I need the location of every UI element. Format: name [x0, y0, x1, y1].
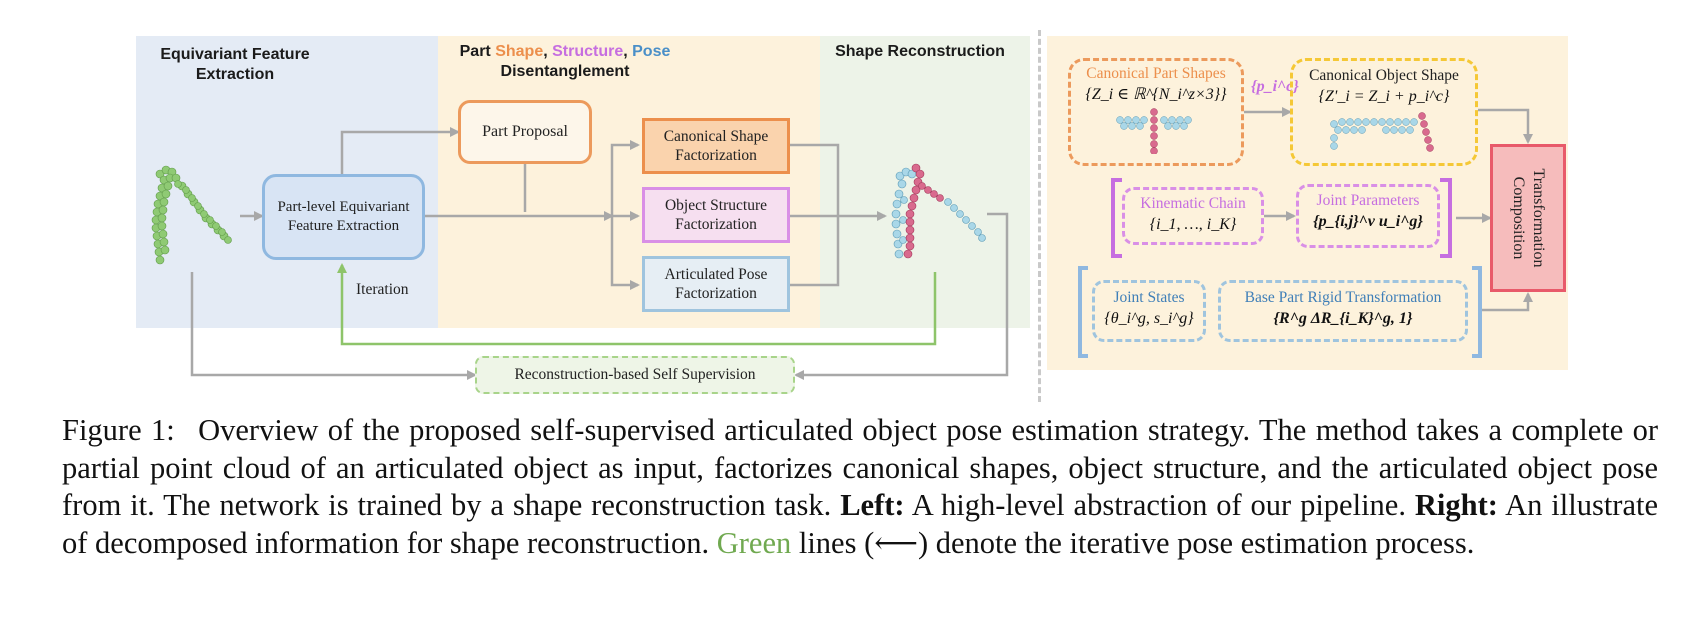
- caption-left-bold: Left:: [840, 488, 905, 522]
- title-comma-1: ,: [543, 43, 553, 60]
- transformation-composition-label: Transformation Composition: [1510, 168, 1547, 268]
- joint-parameters-title: Joint Parameters: [1316, 192, 1420, 209]
- kinematic-chain-title: Kinematic Chain: [1140, 195, 1246, 212]
- caption-right-bold: Right:: [1414, 488, 1498, 522]
- part-level-feature-box: Part-level Equivariant Feature Extractio…: [262, 174, 425, 260]
- object-structure-label: Object Structure Factorization: [664, 197, 767, 233]
- articulated-pose-box: Articulated Pose Factorization: [642, 256, 790, 312]
- part-proposal-box: Part Proposal: [458, 100, 592, 164]
- equivariant-stage-title: Equivariant Feature Extraction: [160, 46, 310, 83]
- reconstruction-stage-bg: [820, 36, 1030, 328]
- self-supervision-label: Reconstruction-based Self Supervision: [514, 366, 756, 383]
- caption-green-word: Green: [716, 525, 792, 560]
- canonical-object-shape-math: {Z'_i = Z_i + p_i^c}: [1318, 88, 1450, 105]
- self-supervision-box: Reconstruction-based Self Supervision: [475, 356, 795, 394]
- panel-divider: [1038, 30, 1041, 402]
- figure-label: Figure 1:: [62, 413, 175, 447]
- base-part-title: Base Part Rigid Transformation: [1244, 289, 1442, 306]
- offset-arrow-label: {p_i^c}: [1251, 78, 1299, 95]
- canonical-part-shapes-box: Canonical Part Shapes {Z_i ∈ ℝ^{N_i^z×3}…: [1068, 58, 1244, 166]
- joint-states-math: {θ_i^g, s_i^g}: [1104, 310, 1194, 327]
- canonical-object-shape-title: Canonical Object Shape: [1309, 67, 1459, 84]
- articulated-pose-label: Articulated Pose Factorization: [664, 266, 768, 302]
- joint-parameters-box: Joint Parameters {p_{i,j}^v u_i^g}: [1296, 184, 1440, 248]
- joint-states-title: Joint States: [1113, 289, 1185, 306]
- title-structure: Structure: [552, 43, 624, 60]
- caption-right-text: An illustrate of decomposed information …: [62, 488, 1658, 560]
- kinematic-chain-math: {i_1, …, i_K}: [1149, 216, 1237, 233]
- object-structure-box: Object Structure Factorization: [642, 187, 790, 243]
- reconstructed-point-cloud: [891, 163, 986, 259]
- canonical-shape-label: Canonical Shape Factorization: [663, 128, 769, 164]
- right-connectors: [1078, 107, 1533, 358]
- title-pose: Pose: [632, 43, 671, 60]
- canonical-object-shape-box: Canonical Object Shape {Z'_i = Z_i + p_i…: [1290, 58, 1478, 166]
- title-shape: Shape: [495, 43, 544, 60]
- figure-caption: Figure 1: Overview of the proposed self-…: [62, 412, 1658, 562]
- title-disentanglement: Disentanglement: [500, 63, 630, 80]
- disentangle-stage-title: Part Shape, Structure, Pose Disentanglem…: [430, 42, 700, 82]
- input-point-cloud: [151, 165, 232, 265]
- canonical-object-shape-cloud: [1330, 112, 1434, 152]
- base-part-box: Base Part Rigid Transformation {R^g ΔR_{…: [1218, 280, 1468, 342]
- joint-parameters-math: {p_{i,j}^v u_i^g}: [1313, 213, 1423, 230]
- caption-green-rest: lines (⟵) denote the iterative pose esti…: [798, 525, 1475, 560]
- kinematic-chain-box: Kinematic Chain {i_1, …, i_K}: [1122, 187, 1264, 245]
- part-level-feature-label: Part-level Equivariant Feature Extractio…: [277, 199, 410, 234]
- title-comma-2: ,: [623, 43, 633, 60]
- reconstruction-stage-title: Shape Reconstruction: [835, 43, 1005, 60]
- caption-sentence: Overview of the proposed self-supervised…: [62, 413, 1659, 522]
- iteration-label: Iteration: [356, 281, 409, 298]
- canonical-shape-box: Canonical Shape Factorization: [642, 118, 790, 174]
- canonical-part-shapes-math: {Z_i ∈ ℝ^{N_i^z×3}}: [1085, 86, 1227, 103]
- joint-states-box: Joint States {θ_i^g, s_i^g}: [1092, 280, 1206, 342]
- title-part-prefix: Part: [459, 43, 496, 60]
- base-part-math: {R^g ΔR_{i_K}^g, 1}: [1273, 310, 1413, 327]
- left-connectors: [190, 127, 1009, 380]
- canonical-part-shapes-title: Canonical Part Shapes: [1086, 65, 1226, 82]
- part-proposal-label: Part Proposal: [482, 123, 568, 140]
- transformation-composition-box: Transformation Composition: [1490, 144, 1566, 292]
- canonical-part-shapes-cloud: [1116, 108, 1192, 154]
- caption-left-text: A high-level abstraction of our pipeline…: [911, 488, 1406, 522]
